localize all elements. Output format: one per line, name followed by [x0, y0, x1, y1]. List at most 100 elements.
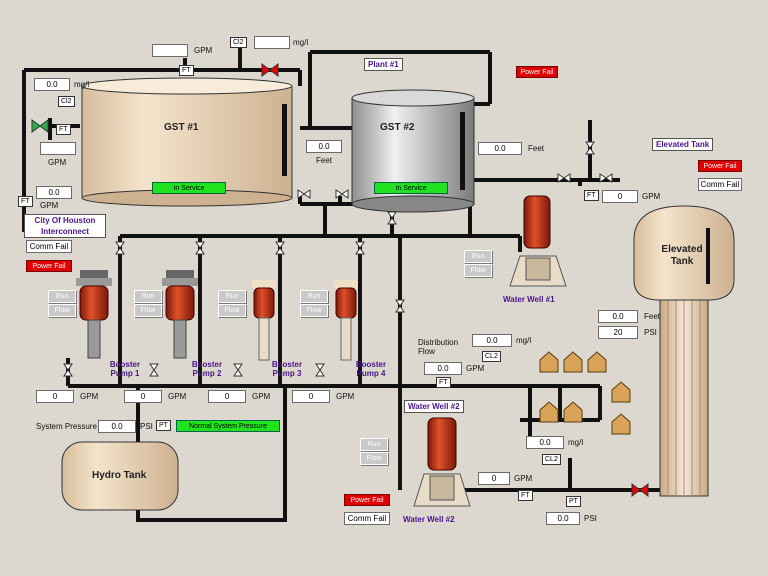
gst-1-left-ft-tag: FT [56, 124, 71, 135]
booster-pump-3-flow[interactable]: Flow [218, 304, 246, 317]
plant-title: Plant #1 [364, 58, 403, 71]
water-well-1-title: Water Well #1 [503, 295, 555, 304]
gst-1-outflow-unit: GPM [40, 201, 59, 210]
booster-pump-4-label: Booster Pump 4 [355, 360, 387, 378]
booster-pump-4-graphic [334, 280, 358, 361]
distribution-mgl-unit: mg/l [516, 336, 532, 345]
distribution-mgl-field[interactable]: 0.0 [472, 334, 512, 347]
gst-1-level-unit: GPM [48, 158, 67, 167]
houston-interconnect-title: City Of Houston Interconnect [24, 214, 106, 238]
water-well-2-gpm-field[interactable]: 0 [478, 472, 510, 485]
elevated-tank-title: Elevated Tank [652, 138, 714, 151]
gst-1-left-mgl-unit: mg/l [74, 80, 90, 89]
system-pressure-unit: PSI [140, 422, 153, 431]
houston-power-fail-alarm: Power Fail [26, 260, 72, 272]
gst-1-outflow-field[interactable]: 0.0 [36, 186, 72, 199]
water-well-2-ft-tag: FT [518, 490, 533, 501]
booster-pump-1-label: Booster Pump 1 [109, 360, 141, 378]
booster-pump-1-gpm-field[interactable]: 0 [36, 390, 74, 403]
gst-1-mgl-unit: mg/l [293, 38, 309, 47]
booster-pump-2-graphic [162, 270, 198, 359]
water-well-2-psi-field[interactable]: 0.0 [546, 512, 580, 525]
distribution-cl2-tag: CL2 [482, 351, 501, 362]
booster-pump-4-flow[interactable]: Flow [300, 304, 328, 317]
water-well-2-title: Water Well #2 [403, 515, 455, 524]
gst-2-level-unit: Feet [316, 156, 333, 165]
water-well-1-run[interactable]: Run [464, 250, 492, 263]
water-well-2-graphic [413, 417, 471, 507]
distribution-gpm-field[interactable]: 0.0 [424, 362, 462, 375]
gst-1-inflow-field[interactable] [152, 44, 188, 57]
gst-1-mgl-field[interactable] [254, 36, 290, 49]
gst-1-label: GST #1 [164, 122, 199, 133]
gst-2-feet-unit: Feet [528, 144, 545, 153]
water-well-2-flow[interactable]: Flow [360, 452, 388, 465]
water-well-2-gpm-unit: GPM [514, 474, 533, 483]
houses [539, 351, 631, 435]
distribution-flow-label: Distribution Flow [418, 338, 459, 356]
gst-1-ft-tag: FT [179, 65, 194, 76]
gst-2-level-field[interactable]: 0.0 [306, 140, 342, 153]
booster-pump-3-run[interactable]: Run [218, 290, 246, 303]
elevated-tank-power-fail-alarm: Power Fail [698, 160, 742, 172]
gst-1-cl2-tag: Cl2 [230, 37, 247, 48]
booster-pump-2-gpm-field[interactable]: 0 [124, 390, 162, 403]
gst-2-status-badge: In Service [374, 182, 448, 194]
elevated-tank-label: Elevated Tank [661, 244, 703, 267]
gst-2-label: GST #2 [380, 122, 415, 133]
elevated-tank-psi-field[interactable]: 20 [598, 326, 638, 339]
booster-pump-3-graphic [252, 280, 276, 361]
system-pressure-pt-tag: PT [156, 420, 171, 431]
booster-pump-2-flow[interactable]: Flow [134, 304, 162, 317]
gst-2-feet-field[interactable]: 0.0 [478, 142, 522, 155]
water-well-2-mgl-unit: mg/l [568, 438, 584, 447]
water-well-2-mgl-field[interactable]: 0.0 [526, 436, 564, 449]
system-pressure-status: Normal System Pressure [176, 420, 280, 432]
hydro-tank-label: Hydro Tank [92, 470, 147, 481]
booster-pump-3-label: Booster Pump 3 [271, 360, 303, 378]
water-well-1-graphic [509, 195, 567, 287]
booster-pump-4-gpm-unit: GPM [336, 392, 355, 401]
hydro-tank [61, 441, 179, 511]
elevated-tank [633, 205, 735, 497]
system-pressure-field[interactable]: 0.0 [98, 420, 136, 433]
water-well-2-pt-tag: PT [566, 496, 581, 507]
booster-pump-2-label: Booster Pump 2 [191, 360, 223, 378]
water-well-2-comm-fail: Comm Fail [344, 512, 390, 525]
water-well-1-gpm-field[interactable]: 0 [602, 190, 638, 203]
distribution-gpm-unit: GPM [466, 364, 485, 373]
booster-pump-1-graphic [76, 270, 112, 359]
plant-power-fail-alarm: Power Fail [516, 66, 558, 78]
booster-pump-1-flow[interactable]: Flow [48, 304, 76, 317]
water-well-1-flow[interactable]: Flow [464, 264, 492, 277]
gst-1-level-field[interactable] [40, 142, 76, 155]
gst-1-inflow-unit: GPM [194, 46, 213, 55]
water-well-2-psi-unit: PSI [584, 514, 597, 523]
elevated-tank-psi-unit: PSI [644, 328, 657, 337]
gst-1-left-mgl-field[interactable]: 0.0 [34, 78, 70, 91]
booster-pump-1-run[interactable]: Run [48, 290, 76, 303]
pipes [22, 44, 680, 522]
elevated-tank-comm-fail: Comm Fail [698, 178, 742, 191]
water-well-1-ft-tag: FT [584, 190, 599, 201]
water-well-2-run[interactable]: Run [360, 438, 388, 451]
booster-pump-3-gpm-field[interactable]: 0 [208, 390, 246, 403]
elevated-tank-feet-unit: Feet [644, 312, 661, 321]
gst-1-status-badge: In Service [152, 182, 226, 194]
water-well-2-cl2-tag: CL2 [542, 454, 561, 465]
water-well-2-top-title: Water Well #2 [404, 400, 464, 413]
water-well-1-gpm-unit: GPM [642, 192, 661, 201]
booster-pump-2-run[interactable]: Run [134, 290, 162, 303]
distribution-ft-tag: FT [436, 377, 451, 388]
booster-pump-4-run[interactable]: Run [300, 290, 328, 303]
houston-comm-fail: Comm Fail [26, 240, 72, 253]
elevated-tank-feet-field[interactable]: 0.0 [598, 310, 638, 323]
houston-ft-tag: FT [18, 196, 33, 207]
gst-1-tank [81, 77, 293, 207]
water-well-2-power-fail-alarm: Power Fail [344, 494, 390, 506]
booster-pump-4-gpm-field[interactable]: 0 [292, 390, 330, 403]
system-pressure-label: System Pressure [36, 422, 97, 431]
booster-pump-1-gpm-unit: GPM [80, 392, 99, 401]
